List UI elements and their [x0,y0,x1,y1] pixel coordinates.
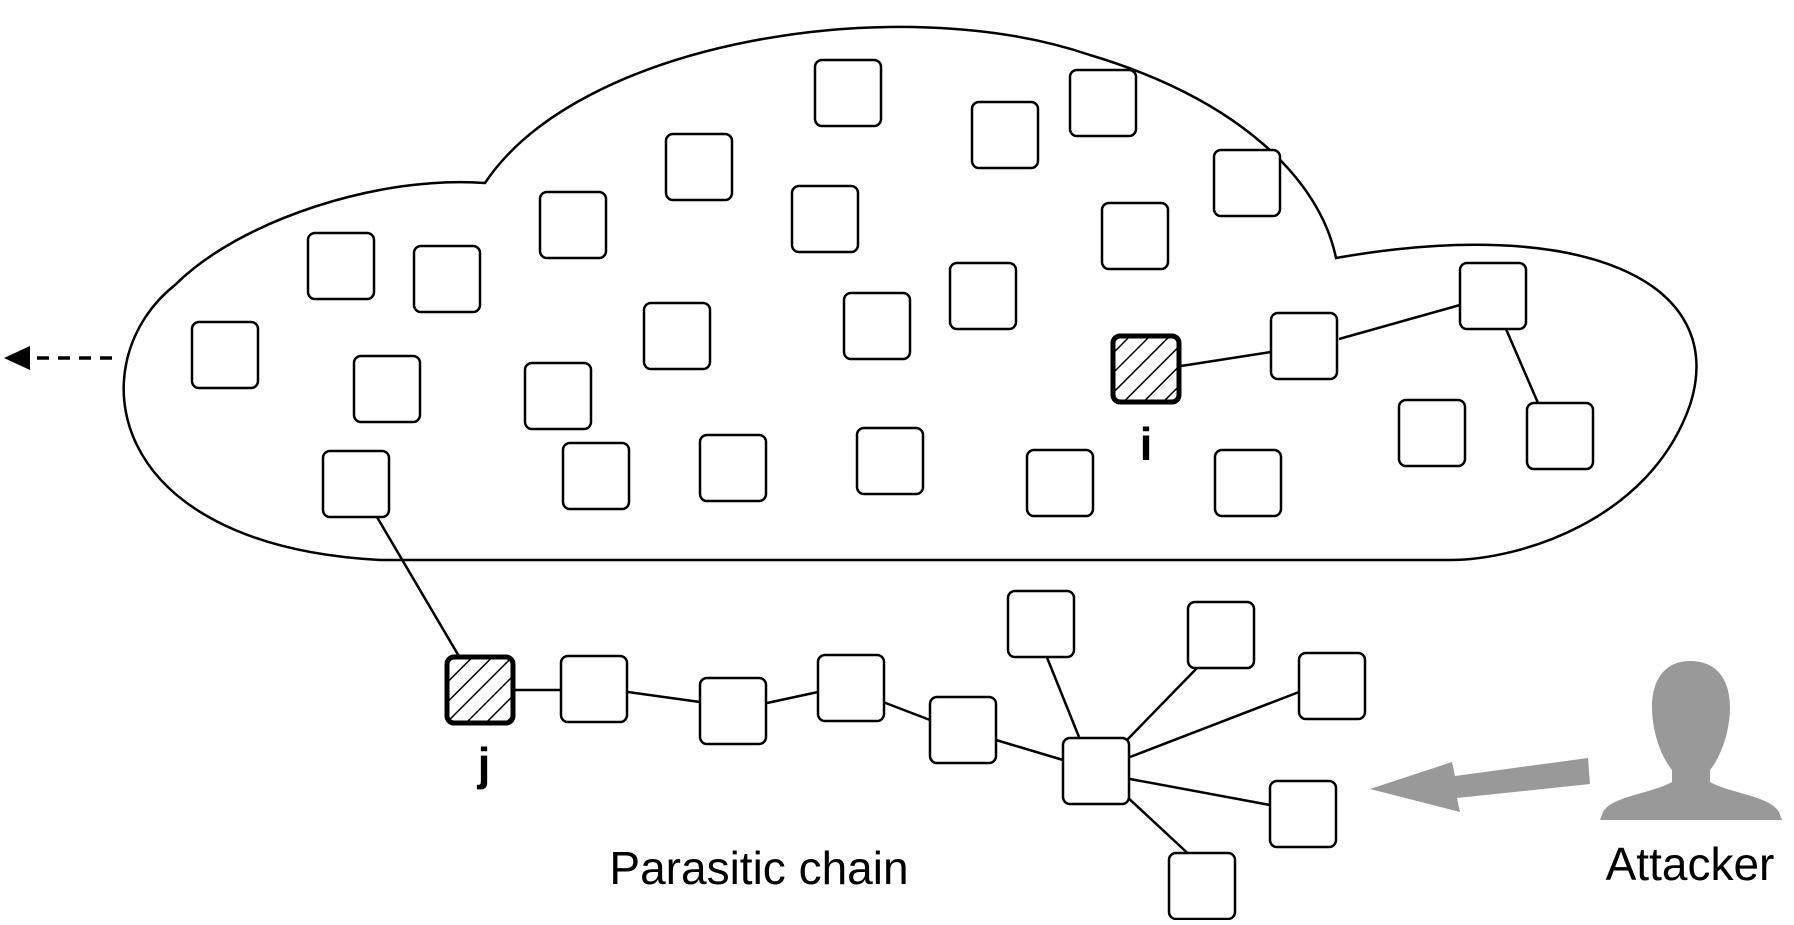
node [855,426,925,496]
person-silhouette-icon [1600,661,1782,820]
node [642,301,712,371]
edge [1504,328,1540,404]
node [1268,779,1338,849]
edge [1129,690,1300,759]
node [698,676,768,746]
node [816,653,886,723]
node [1397,398,1467,468]
dashed-arrow-left-icon [4,346,112,370]
edge [1129,777,1271,807]
node [538,190,608,260]
node [698,433,768,503]
node [1100,201,1170,271]
cloud-outline [122,25,1698,562]
attacker-label: Attacker [1606,838,1775,890]
node [1269,311,1339,381]
node [1068,68,1138,138]
node-i-label: i [1140,418,1153,470]
edge [1180,350,1272,368]
edge [882,700,931,722]
arrow-left-icon [1370,758,1590,812]
node [1025,448,1095,518]
node-j [444,654,516,726]
node [928,695,998,765]
node [664,132,734,202]
node [842,291,912,361]
node [1006,589,1076,659]
edge [372,511,462,659]
node [1525,401,1595,471]
edge [766,690,819,705]
node [948,261,1018,331]
edge [1124,665,1200,743]
node [1213,448,1283,518]
node [190,320,260,390]
node [321,449,391,519]
edge [1338,303,1461,341]
node [813,58,883,128]
node [523,361,593,431]
node [1212,148,1282,218]
edge [1124,794,1196,861]
hub-node [1061,736,1131,806]
node [412,244,482,314]
node [352,354,422,424]
node [559,654,629,724]
node [970,100,1040,170]
node [1186,600,1256,670]
edge [627,690,701,704]
node [1297,651,1367,721]
node [1167,851,1237,921]
node-i [1110,333,1182,405]
node [306,231,376,301]
node [561,441,631,511]
edge [995,738,1064,762]
node [790,184,860,254]
edge [1044,654,1081,738]
node [1458,261,1528,331]
parasitic-chain-label: Parasitic chain [609,842,908,894]
node-j-label: j [477,738,491,790]
